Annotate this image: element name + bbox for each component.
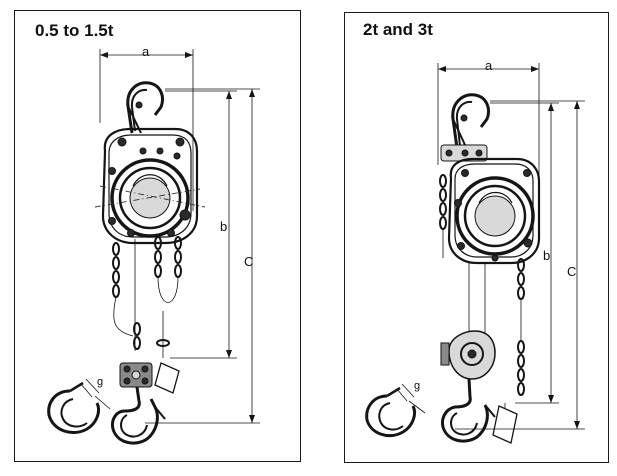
top-hook <box>126 81 164 134</box>
dimension-b-label: b <box>220 219 228 234</box>
hand-chain-left <box>112 242 120 298</box>
top-hook <box>451 93 490 149</box>
panel-title: 0.5 to 1.5t <box>35 21 114 40</box>
hook-opening-detail <box>47 378 111 434</box>
chain-hoist-drawing <box>365 63 585 444</box>
hand-chain-left <box>439 174 447 258</box>
dimension-c-line <box>145 88 260 424</box>
dimension-g-label: g <box>97 376 104 388</box>
dimension-a-label: a <box>485 58 493 73</box>
dimension-a-line <box>99 49 194 211</box>
bottom-hook <box>111 386 166 445</box>
dimension-b-label: b <box>543 248 551 263</box>
hoist-diagram-large: 2t and 3t <box>344 12 609 463</box>
dimension-b-line <box>165 90 237 359</box>
load-chain <box>133 239 170 358</box>
hoist-body <box>94 127 206 245</box>
panel-title: 2t and 3t <box>363 20 433 39</box>
hook-opening-detail <box>365 383 426 437</box>
hand-chain-right <box>517 258 525 396</box>
dimension-b-line <box>490 102 559 404</box>
dimension-c-label: C <box>244 254 254 269</box>
load-chain <box>468 263 486 338</box>
bottom-hook-block <box>440 330 518 444</box>
dimension-a-label: a <box>142 44 150 59</box>
chain-hoist-drawing <box>47 49 260 445</box>
hoist-body <box>440 144 541 265</box>
hoist-diagram-small: 0.5 to 1.5t <box>14 10 301 462</box>
dimension-g-label: g <box>414 380 421 392</box>
hand-chain-right <box>113 236 182 337</box>
bottom-hook-block <box>119 362 180 394</box>
bottom-hook <box>441 378 496 443</box>
dimension-c-line <box>455 100 585 430</box>
dimension-c-label: C <box>567 264 577 279</box>
